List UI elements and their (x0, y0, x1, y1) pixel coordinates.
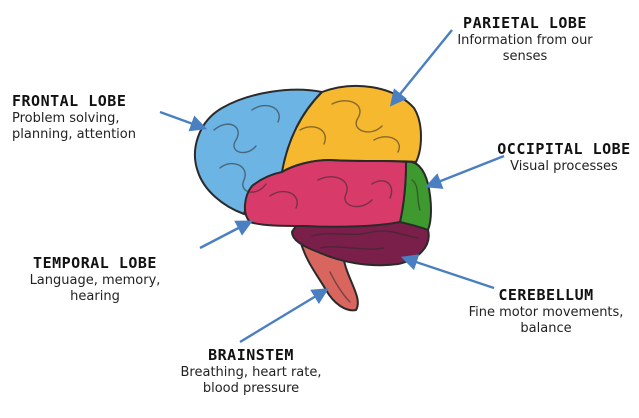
brain-folds (213, 100, 421, 303)
frontal-lobe-description: Problem solving, planning, attention (12, 110, 136, 142)
occipital-lobe-label: OCCIPITAL LOBE Visual processes (492, 140, 636, 175)
occipital-lobe-title: OCCIPITAL LOBE (497, 140, 631, 158)
occipital-lobe-description: Visual processes (510, 158, 618, 174)
frontal-arrow (159, 110, 208, 132)
parietal-arrow (389, 29, 453, 107)
brainstem-arrow (239, 288, 329, 344)
frontal-lobe-title: FRONTAL LOBE (12, 92, 127, 110)
brainstem-description: Breathing, heart rate, blood pressure (180, 364, 322, 396)
cerebellum-label: CEREBELLUM Fine motor movements, balance (458, 286, 634, 337)
parietal-lobe-label: PARIETAL LOBE Information from our sense… (430, 14, 620, 65)
occipital-arrow (424, 154, 505, 189)
brainstem-title: BRAINSTEM (208, 346, 294, 364)
parietal-lobe-title: PARIETAL LOBE (463, 14, 587, 32)
brainstem-label: BRAINSTEM Breathing, heart rate, blood p… (168, 346, 334, 397)
temporal-arrow (199, 220, 253, 250)
pointer-arrows (159, 29, 505, 344)
cerebellum-arrow (400, 254, 495, 290)
temporal-lobe-description: Language, memory, hearing (29, 272, 161, 304)
temporal-lobe-title: TEMPORAL LOBE (33, 254, 157, 272)
temporal-lobe-label: TEMPORAL LOBE Language, memory, hearing (10, 254, 180, 305)
cerebellum-description: Fine motor movements, balance (468, 304, 624, 336)
frontal-lobe-label: FRONTAL LOBE Problem solving, planning, … (12, 92, 136, 143)
cerebellum-title: CEREBELLUM (498, 286, 594, 304)
temporal-lobe-region (244, 158, 408, 228)
parietal-lobe-description: Information from our senses (457, 32, 593, 64)
